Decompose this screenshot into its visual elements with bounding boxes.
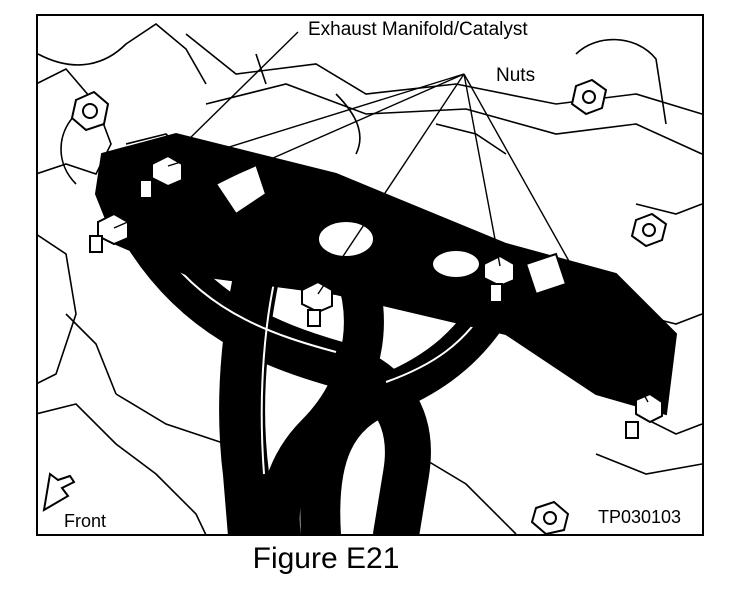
background-bolts [70, 78, 668, 536]
figure-frame [36, 14, 704, 536]
label-front: Front [64, 511, 107, 531]
arrow-down-left-icon [42, 472, 76, 512]
label-nuts: Nuts [494, 65, 538, 86]
figure-caption: Figure E21 [0, 544, 752, 574]
manifold-illustration [36, 14, 704, 536]
engine-block-linework [36, 23, 703, 536]
label-exhaust-manifold: Exhaust Manifold/Catalyst [306, 19, 530, 40]
leader-lines [113, 31, 649, 403]
figure-code: TP030103 [598, 507, 682, 527]
flange-nuts [89, 154, 663, 439]
flange-ports [214, 162, 568, 296]
figure-caption-text: Figure E21 [252, 542, 400, 575]
